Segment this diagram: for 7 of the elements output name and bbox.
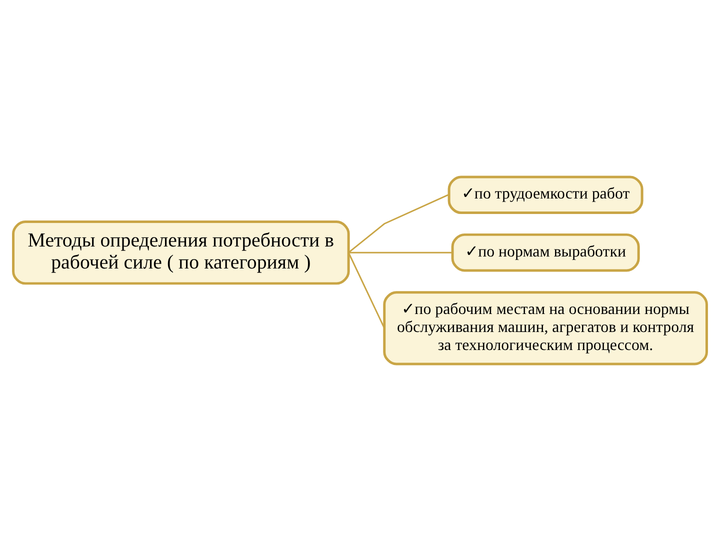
node-box: ✓по трудоемкости работ xyxy=(448,175,644,214)
connector xyxy=(348,251,452,253)
node-box: ✓по рабочим местам на основании нормы обслуживания машин, агрегатов и контроля за технологическим процессом. xyxy=(383,290,708,365)
connector xyxy=(348,194,448,253)
connector xyxy=(348,252,386,328)
node-box: ✓по нормам выработки xyxy=(451,232,640,272)
node-box: Методы определения потребности в рабочей силе ( по категориям ) xyxy=(12,220,350,284)
